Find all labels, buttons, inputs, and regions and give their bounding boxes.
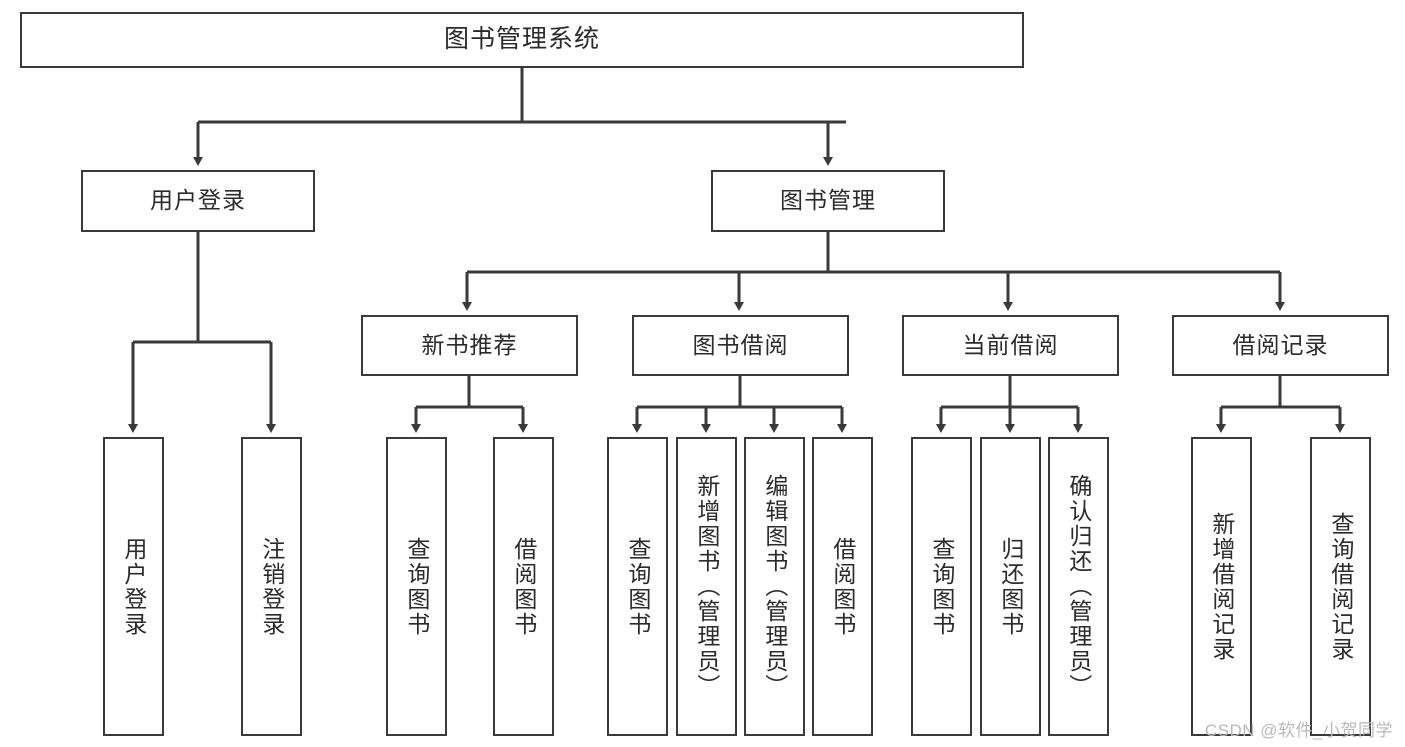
- leaf-record-add-record[interactable]: 新增借阅记录: [1191, 437, 1252, 736]
- leaf-record-query-record[interactable]: 查询借阅记录: [1310, 437, 1371, 736]
- node-label: 借阅图书: [510, 536, 537, 637]
- leaf-recommend-borrow-book[interactable]: 借阅图书: [493, 437, 554, 736]
- node-book-management[interactable]: 图书管理: [711, 170, 945, 232]
- node-borrow-record[interactable]: 借阅记录: [1172, 315, 1389, 376]
- leaf-current-query-book[interactable]: 查询图书: [911, 437, 972, 736]
- leaf-current-return-book[interactable]: 归还图书: [980, 437, 1041, 736]
- leaf-user-login-login[interactable]: 用户登录: [103, 437, 164, 736]
- leaf-user-login-logout[interactable]: 注销登录: [241, 437, 302, 736]
- leaf-borrow-edit-book-admin[interactable]: 编辑图书（管理员）: [744, 437, 805, 736]
- node-label: 图书管理: [780, 187, 876, 214]
- node-label: 确认归还（管理员）: [1065, 474, 1092, 699]
- leaf-borrow-add-book-admin[interactable]: 新增图书（管理员）: [676, 437, 737, 736]
- node-label: 查询图书: [624, 536, 651, 637]
- node-book-borrow[interactable]: 图书借阅: [632, 315, 849, 376]
- node-label: 注销登录: [258, 536, 285, 637]
- leaf-borrow-borrow-book[interactable]: 借阅图书: [812, 437, 873, 736]
- node-label: 新书推荐: [421, 331, 518, 358]
- node-label: 借阅记录: [1232, 331, 1329, 358]
- leaf-current-confirm-return-admin[interactable]: 确认归还（管理员）: [1048, 437, 1109, 736]
- node-label: 查询图书: [403, 536, 430, 637]
- node-current-borrow[interactable]: 当前借阅: [902, 315, 1119, 376]
- node-label: 图书管理系统: [443, 25, 600, 54]
- node-label: 查询图书: [928, 536, 955, 637]
- leaf-borrow-query-book[interactable]: 查询图书: [607, 437, 668, 736]
- watermark: CSDN @软件_小贺同学: [1204, 721, 1393, 740]
- leaf-recommend-query-book[interactable]: 查询图书: [386, 437, 447, 736]
- node-label: 新增图书（管理员）: [693, 474, 720, 699]
- node-label: 用户登录: [120, 536, 147, 637]
- node-label: 编辑图书（管理员）: [761, 474, 788, 699]
- node-root-system[interactable]: 图书管理系统: [20, 12, 1024, 68]
- node-label: 当前借阅: [962, 331, 1059, 358]
- node-label: 借阅图书: [829, 536, 856, 637]
- node-label: 查询借阅记录: [1327, 511, 1354, 662]
- node-label: 新增借阅记录: [1208, 511, 1235, 662]
- node-new-book-recommend[interactable]: 新书推荐: [361, 315, 578, 376]
- node-label: 图书借阅: [692, 331, 789, 358]
- node-user-login[interactable]: 用户登录: [81, 170, 315, 232]
- node-label: 用户登录: [150, 187, 246, 214]
- node-label: 归还图书: [997, 536, 1024, 637]
